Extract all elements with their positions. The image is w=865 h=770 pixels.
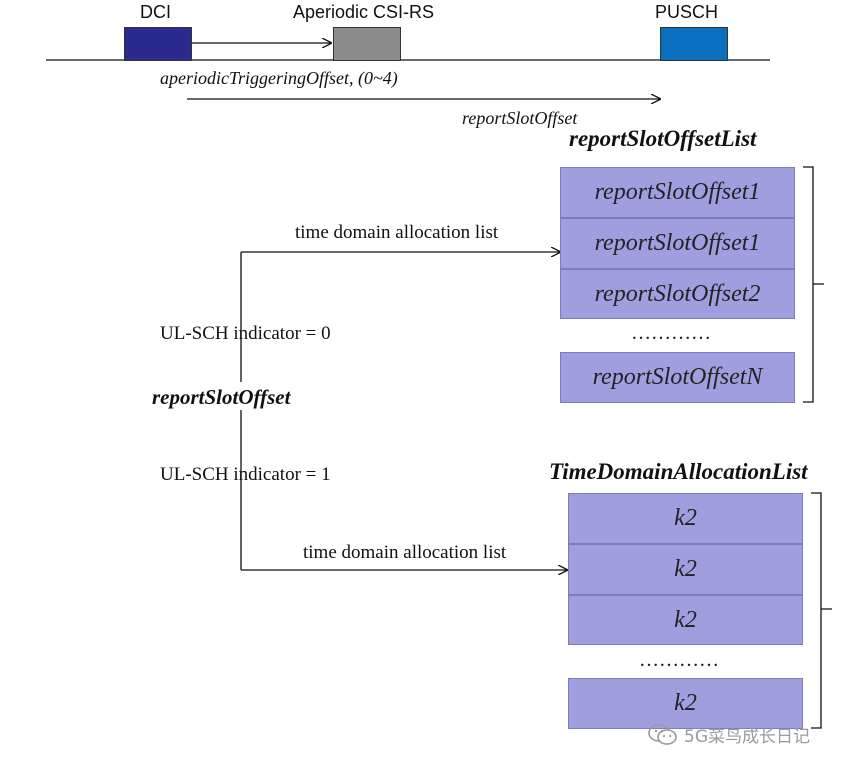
dci-block <box>124 27 192 61</box>
ulsch0-label: UL-SCH indicator = 0 <box>160 323 331 344</box>
report-slot-offset-label: reportSlotOffset <box>462 108 578 128</box>
report-list-last-item: reportSlotOffsetN <box>560 352 795 403</box>
ulsch1-label: UL-SCH indicator = 1 <box>160 464 331 485</box>
report-list-title: reportSlotOffsetList <box>569 126 757 151</box>
report-list-item: reportSlotOffset1 <box>560 167 795 218</box>
tdal-lower-label: time domain allocation list <box>303 542 507 563</box>
report-list-item: reportSlotOffset2 <box>560 269 795 319</box>
center-title: reportSlotOffset <box>152 385 291 410</box>
csirs-label: Aperiodic CSI-RS <box>293 2 435 22</box>
tda-list-brace <box>811 492 832 729</box>
tda-list-item: k2 <box>568 544 803 595</box>
csirs-block <box>333 27 401 61</box>
wechat-icon <box>648 723 678 746</box>
watermark-text: 5G菜鸟成长日记 <box>684 727 810 747</box>
tda-list-title: TimeDomainAllocationList <box>549 459 808 484</box>
watermark: 5G菜鸟成长日记 <box>648 722 810 747</box>
report-list-ellipsis: ………… <box>631 322 711 344</box>
report-list-item: reportSlotOffset1 <box>560 218 795 269</box>
pusch-label: PUSCH <box>655 2 719 22</box>
dci-label: DCI <box>140 2 171 22</box>
trigger-offset-label: aperiodicTriggeringOffset, (0~4) <box>160 68 398 88</box>
tda-list-ellipsis: ………… <box>639 649 719 671</box>
tda-list-last-item: k2 <box>568 678 803 729</box>
tda-list-item: k2 <box>568 493 803 544</box>
pusch-block <box>660 27 728 61</box>
tdal-upper-label: time domain allocation list <box>295 222 499 243</box>
tda-list-item: k2 <box>568 595 803 645</box>
report-list-brace <box>803 166 824 403</box>
